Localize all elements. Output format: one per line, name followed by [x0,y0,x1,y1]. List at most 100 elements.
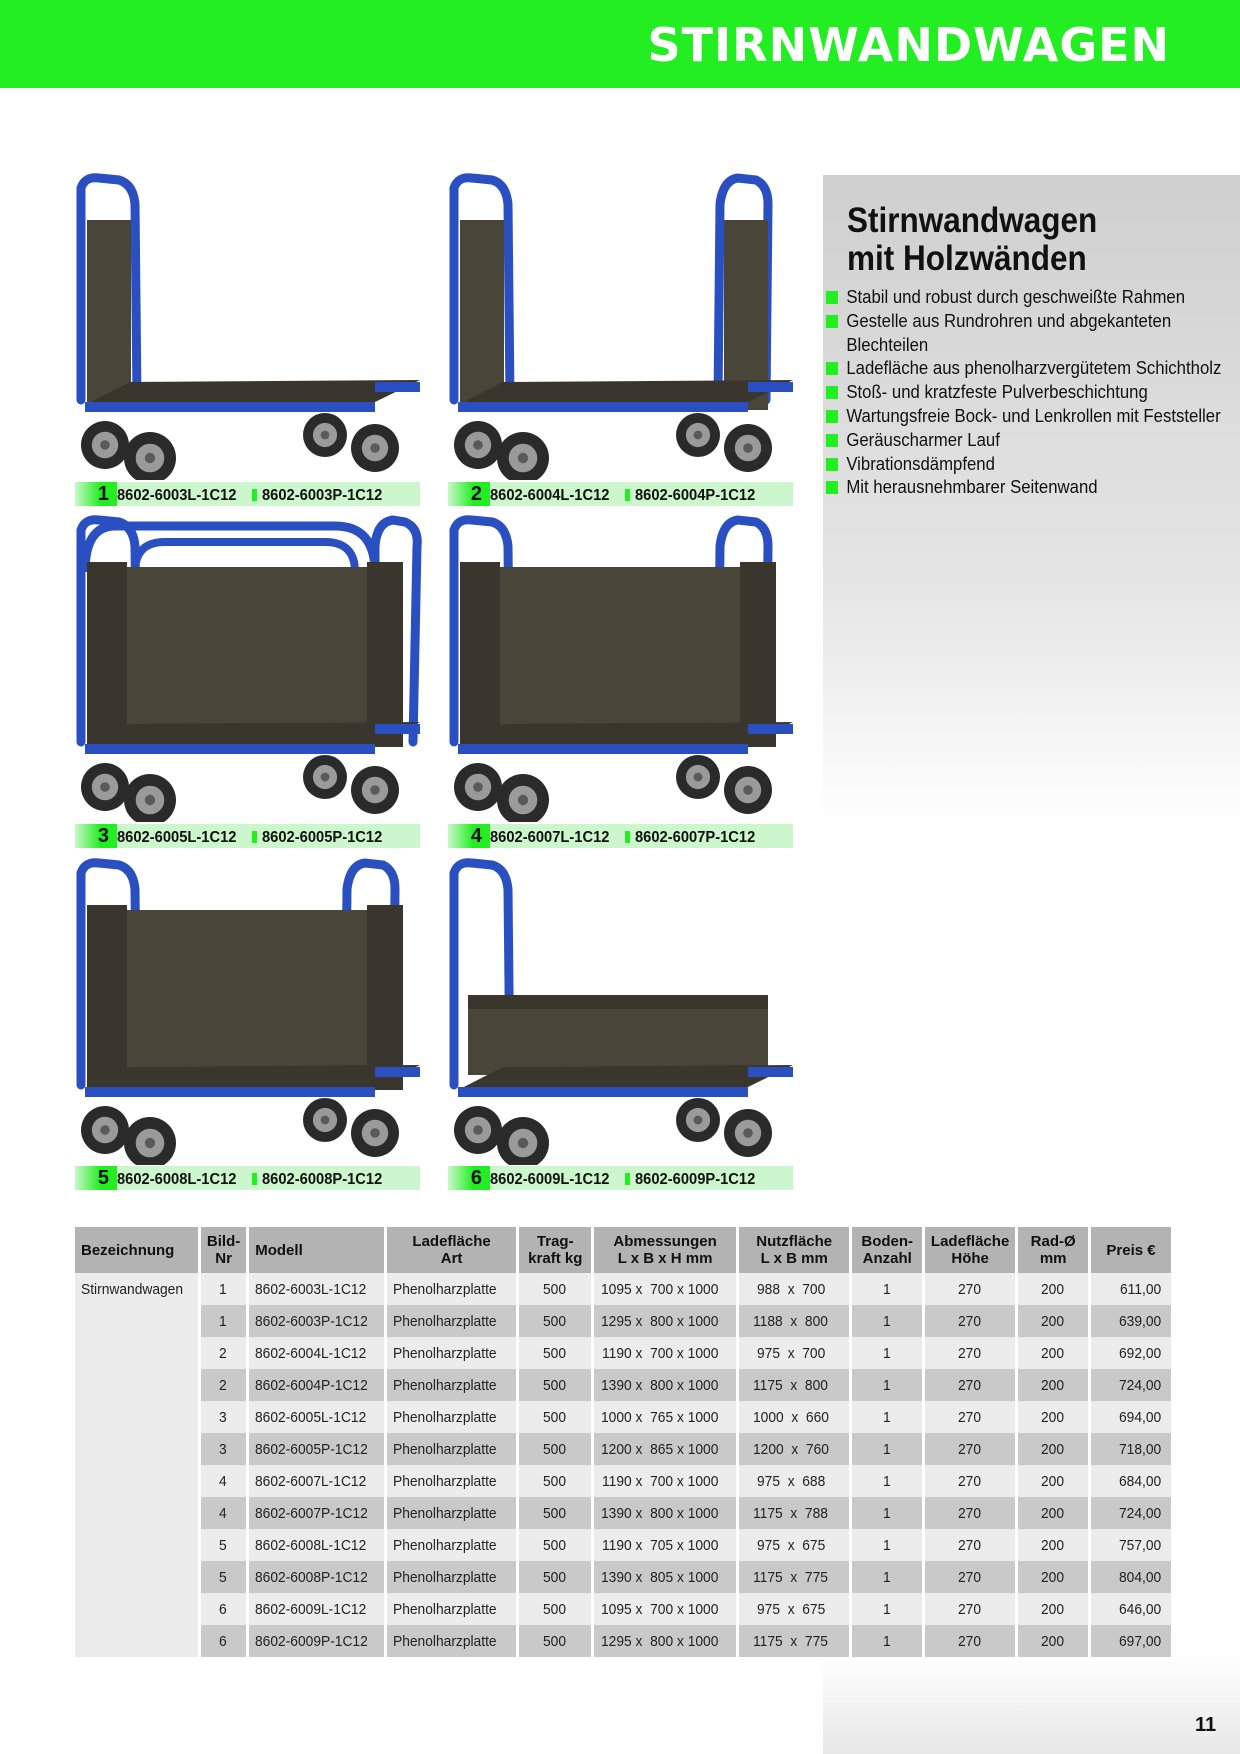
cart-illustration [76,173,420,480]
cell-preis: 692,00 [1091,1337,1171,1369]
cell-abmessungen-text: 1390 x 800 x 1000 [601,1376,719,1394]
cell-modell-text: 8602-6008P-1C12 [255,1568,369,1586]
cell-boden: 1 [852,1465,925,1497]
cell-art-text: Phenolharzplatte [392,1472,497,1490]
cell-abmessungen: 1200 x 865 x 1000 [594,1433,739,1465]
cell-preis-text: 639,00 [1119,1312,1162,1330]
wheel-axle [370,443,380,453]
cell-hoehe-text: 270 [957,1376,981,1394]
cell-boden-text: 1 [883,1504,891,1522]
cell-art-text: Phenolharzplatte [392,1376,497,1394]
cell-art: Phenolharzplatte [386,1337,520,1369]
cell-modell: 8602-6008L-1C12 [249,1529,387,1561]
cell-tragkraft: 500 [519,1465,595,1497]
cell-art: Phenolharzplatte [386,1497,520,1529]
cell-abmessungen: 1190 x 705 x 1000 [594,1529,739,1561]
cell-modell-text: 8602-6004P-1C12 [255,1376,369,1394]
cell-abmessungen: 1295 x 800 x 1000 [594,1625,739,1657]
cell-modell-text: 8602-6007L-1C12 [255,1472,367,1490]
cell-modell-text: 8602-6007P-1C12 [255,1504,369,1522]
cell-abmessungen: 1390 x 800 x 1000 [594,1369,739,1401]
deck-frame [458,1087,748,1097]
cell-bezeichnung [75,1433,201,1465]
deck-frame-side [748,724,793,734]
caption-code-p: 8602-6008P-1C12 [261,1171,383,1188]
cell-bezeichnung [75,1625,201,1657]
cell-tragkraft: 500 [519,1273,595,1305]
cell-tragkraft: 500 [519,1625,595,1657]
cell-preis: 694,00 [1091,1401,1171,1433]
cell-bild-text: 1 [219,1280,228,1298]
cell-bezeichnung [75,1561,201,1593]
cell-boden-text: 1 [883,1280,891,1298]
cell-preis-text: 724,00 [1119,1376,1162,1394]
cell-tragkraft-text: 500 [542,1632,566,1650]
cell-abmessungen-text: 1095 x 700 x 1000 [601,1600,719,1618]
cell-tragkraft: 500 [519,1593,595,1625]
col-boden: Boden-Anzahl [852,1227,925,1273]
side-wall [460,562,500,747]
front-wall [87,220,131,410]
cell-tragkraft: 500 [519,1561,595,1593]
cell-bild-text: 4 [219,1472,228,1490]
cell-art-text: Phenolharzplatte [392,1568,497,1586]
cell-rad-text: 200 [1040,1376,1064,1394]
cell-bild: 6 [200,1593,250,1625]
deck-frame-side [748,1067,793,1077]
cell-rad-text: 200 [1040,1408,1064,1426]
wheel-axle [320,430,330,440]
cell-bild-text: 1 [219,1312,228,1330]
cell-boden: 1 [852,1625,925,1657]
separator-icon [624,831,630,843]
cell-modell: 8602-6003P-1C12 [249,1305,387,1337]
col-bezeichnung: Bezeichnung [75,1227,201,1273]
wheel-axle [743,1128,753,1138]
wheel-axle [370,785,380,795]
cell-nutzflaeche-text: 1175 x 775 [753,1632,829,1650]
handle-frame-rear [370,515,422,747]
cell-nutzflaeche: 1175 x 800 [738,1369,853,1401]
cell-tragkraft-text: 500 [542,1312,566,1330]
wheel-axle [517,452,529,464]
cell-bild-text: 6 [219,1632,228,1650]
cell-hoehe-text: 270 [957,1504,981,1522]
cell-bild-text: 2 [219,1376,228,1394]
col-tragkraft: Trag-kraft kg [519,1227,595,1273]
wheel-axle [473,1125,483,1135]
wheel-axle [100,1125,110,1135]
wheel-axle [144,1137,156,1149]
caption-number: 6 [448,1166,490,1190]
cell-bild-text: 2 [219,1344,228,1362]
cell-tragkraft-text: 500 [542,1344,566,1362]
cell-rad-text: 200 [1040,1344,1064,1362]
cell-preis: 757,00 [1091,1529,1171,1561]
deck-frame [458,744,748,754]
cell-boden: 1 [852,1273,925,1305]
cell-tragkraft: 500 [519,1369,595,1401]
cell-hoehe-text: 270 [957,1600,981,1618]
cell-rad: 200 [1018,1305,1092,1337]
cell-boden: 1 [852,1497,925,1529]
square-bullet-icon [825,314,838,328]
cell-bild-text: 6 [219,1600,228,1618]
cell-rad: 200 [1018,1497,1092,1529]
square-bullet-icon [825,457,838,471]
cart-illustration [449,173,793,480]
cell-hoehe: 270 [924,1465,1019,1497]
cart-illustration [76,515,422,822]
wheel-axle [320,1115,330,1125]
cell-tragkraft-text: 500 [542,1600,566,1618]
cell-abmessungen: 1295 x 800 x 1000 [594,1305,739,1337]
cell-preis: 718,00 [1091,1433,1171,1465]
cell-art-text: Phenolharzplatte [392,1504,497,1522]
cell-nutzflaeche: 1175 x 775 [738,1561,853,1593]
cell-art: Phenolharzplatte [386,1593,520,1625]
